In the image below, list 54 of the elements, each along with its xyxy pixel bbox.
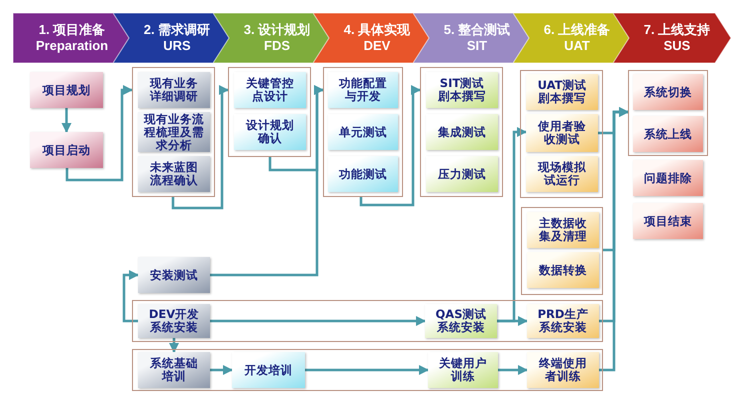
process-box: 系统基础培训 [138, 352, 210, 388]
process-box: 项目结束 [633, 203, 703, 239]
group-frame [628, 70, 708, 156]
connector-arrow [360, 85, 421, 206]
process-box: 集成测试 [426, 114, 498, 150]
process-box: 功能测试 [328, 156, 398, 192]
process-box: 使用者验收测试 [526, 114, 598, 152]
connector-arrow [169, 338, 179, 353]
connector-arrow [122, 270, 139, 322]
process-box: 系统上线 [633, 116, 703, 152]
process-box: 功能配置与开发 [328, 72, 398, 108]
connector-arrow [305, 365, 429, 375]
process-box: 现有业务流程梳理及需求分析 [138, 112, 210, 152]
process-box: 数据转换 [527, 252, 599, 288]
process-box: 终端使用者训练 [527, 352, 599, 388]
process-box: 关键管控点设计 [234, 72, 306, 108]
process-box: 系统切换 [633, 74, 703, 110]
process-box: 项目规划 [30, 72, 103, 108]
process-box: 安装测试 [138, 257, 210, 293]
process-box: 单元测试 [328, 114, 398, 150]
process-box: UAT测试剧本撰写 [526, 74, 598, 110]
process-box: 设计规划确认 [234, 114, 306, 150]
process-box: 问题排除 [633, 160, 703, 196]
group-frame [132, 300, 603, 342]
connector-arrow [497, 127, 527, 322]
process-box: 现场模拟试运行 [526, 156, 598, 192]
process-box: 主数据收集及清理 [527, 212, 599, 248]
process-box: 现有业务详细调研 [138, 72, 210, 108]
connector-arrow [210, 365, 233, 375]
connector-arrow [66, 85, 133, 182]
phase-header: 1. 项目准备 Preparation [13, 13, 131, 63]
group-frame [132, 349, 603, 391]
connector-arrow [210, 316, 426, 326]
group-frame [228, 67, 311, 157]
connector-arrow [599, 107, 629, 372]
process-box: 关键用户训练 [428, 352, 498, 388]
phase-header: 7. 上线支持 SUS [613, 13, 731, 63]
connector-arrow [498, 365, 528, 375]
group-frame [520, 70, 603, 198]
process-box: PRD生产系统安装 [527, 304, 599, 338]
connector-arrow [62, 108, 72, 133]
process-box: SIT测试剧本撰写 [426, 72, 498, 108]
connector-arrow [172, 85, 229, 210]
group-frame [323, 67, 403, 197]
group-frame [420, 67, 503, 197]
connector-arrow [210, 85, 324, 276]
process-box: QAS测试系统安装 [425, 304, 497, 338]
process-box: 未来蓝图流程确认 [138, 156, 210, 192]
process-box: 压力测试 [426, 156, 498, 192]
process-box: 开发培训 [232, 352, 305, 388]
process-box: 项目启动 [30, 132, 103, 168]
group-frame [132, 67, 215, 197]
group-frame [521, 207, 603, 295]
process-box: DEV开发系统安装 [138, 304, 210, 338]
